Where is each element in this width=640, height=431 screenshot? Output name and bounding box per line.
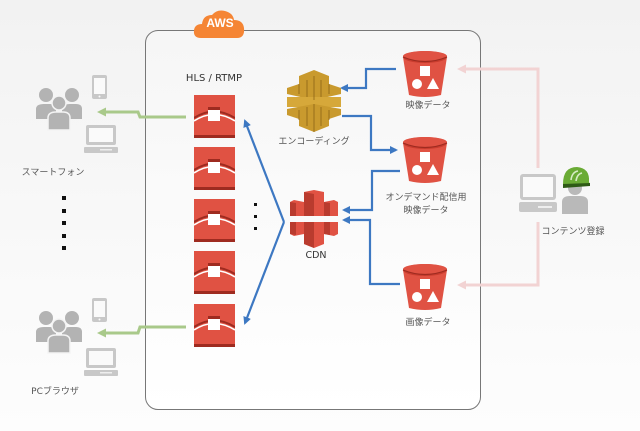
publisher-icon (519, 167, 590, 214)
encoder-to-vod-arrow (342, 114, 398, 154)
cdn-service-icon (290, 190, 338, 248)
delivery-arrow-smartphone (97, 107, 186, 119)
image-data-label: 画像データ (405, 318, 451, 328)
publisher-label: コンテンツ登録 (541, 227, 605, 237)
image-data-bucket-icon (401, 262, 449, 314)
aws-cloud-icon (193, 10, 245, 38)
streaming-server-icon (193, 251, 236, 298)
vod-data-label-line2: 映像データ (403, 206, 449, 216)
streaming-server-icon (193, 95, 236, 142)
video-data-bucket-icon (401, 49, 449, 101)
laptop-icon (84, 348, 118, 376)
pc-browser-label: PCブラウザ (31, 387, 79, 397)
vod-to-cdn-arrow (342, 169, 400, 214)
ellipsis-vertical-icon (62, 196, 66, 259)
streaming-server-icon (193, 147, 236, 194)
desktop-computer-icon (519, 174, 557, 212)
vod-data-label-line1: オンデマンド配信用 (385, 193, 467, 203)
streaming-server-icon (193, 304, 236, 351)
smartphone-label: スマートフォン (21, 168, 85, 178)
video-data-label: 映像データ (405, 101, 451, 111)
users-group-icon (36, 88, 82, 131)
video-to-encoder-arrow (340, 67, 396, 92)
image-to-cdn-arrow (342, 216, 400, 286)
smartphone-icon (92, 298, 107, 322)
aws-badge-label: AWS (206, 16, 234, 30)
upload-video-arrow (457, 64, 540, 168)
delivery-arrow-pc (97, 325, 186, 338)
worker-with-helmet-icon (562, 167, 590, 214)
cdn-to-server-top-arrow (243, 119, 286, 223)
laptop-icon (84, 125, 118, 153)
cdn-to-server-bottom-arrow (243, 221, 286, 325)
cdn-label: CDN (305, 250, 327, 261)
encoding-label: エンコーディング (278, 137, 350, 147)
smartphone-icon (92, 75, 107, 99)
ellipsis-vertical-icon (254, 203, 257, 239)
users-group-icon (36, 311, 82, 354)
streaming-server-icon (193, 199, 236, 246)
encoding-service-icon (287, 70, 341, 132)
pc-client-group (36, 298, 120, 382)
streaming-protocol-label: HLS / RTMP (185, 73, 243, 84)
upload-image-arrow (457, 222, 540, 290)
smartphone-client-group (36, 75, 120, 159)
vod-data-bucket-icon (401, 135, 449, 187)
